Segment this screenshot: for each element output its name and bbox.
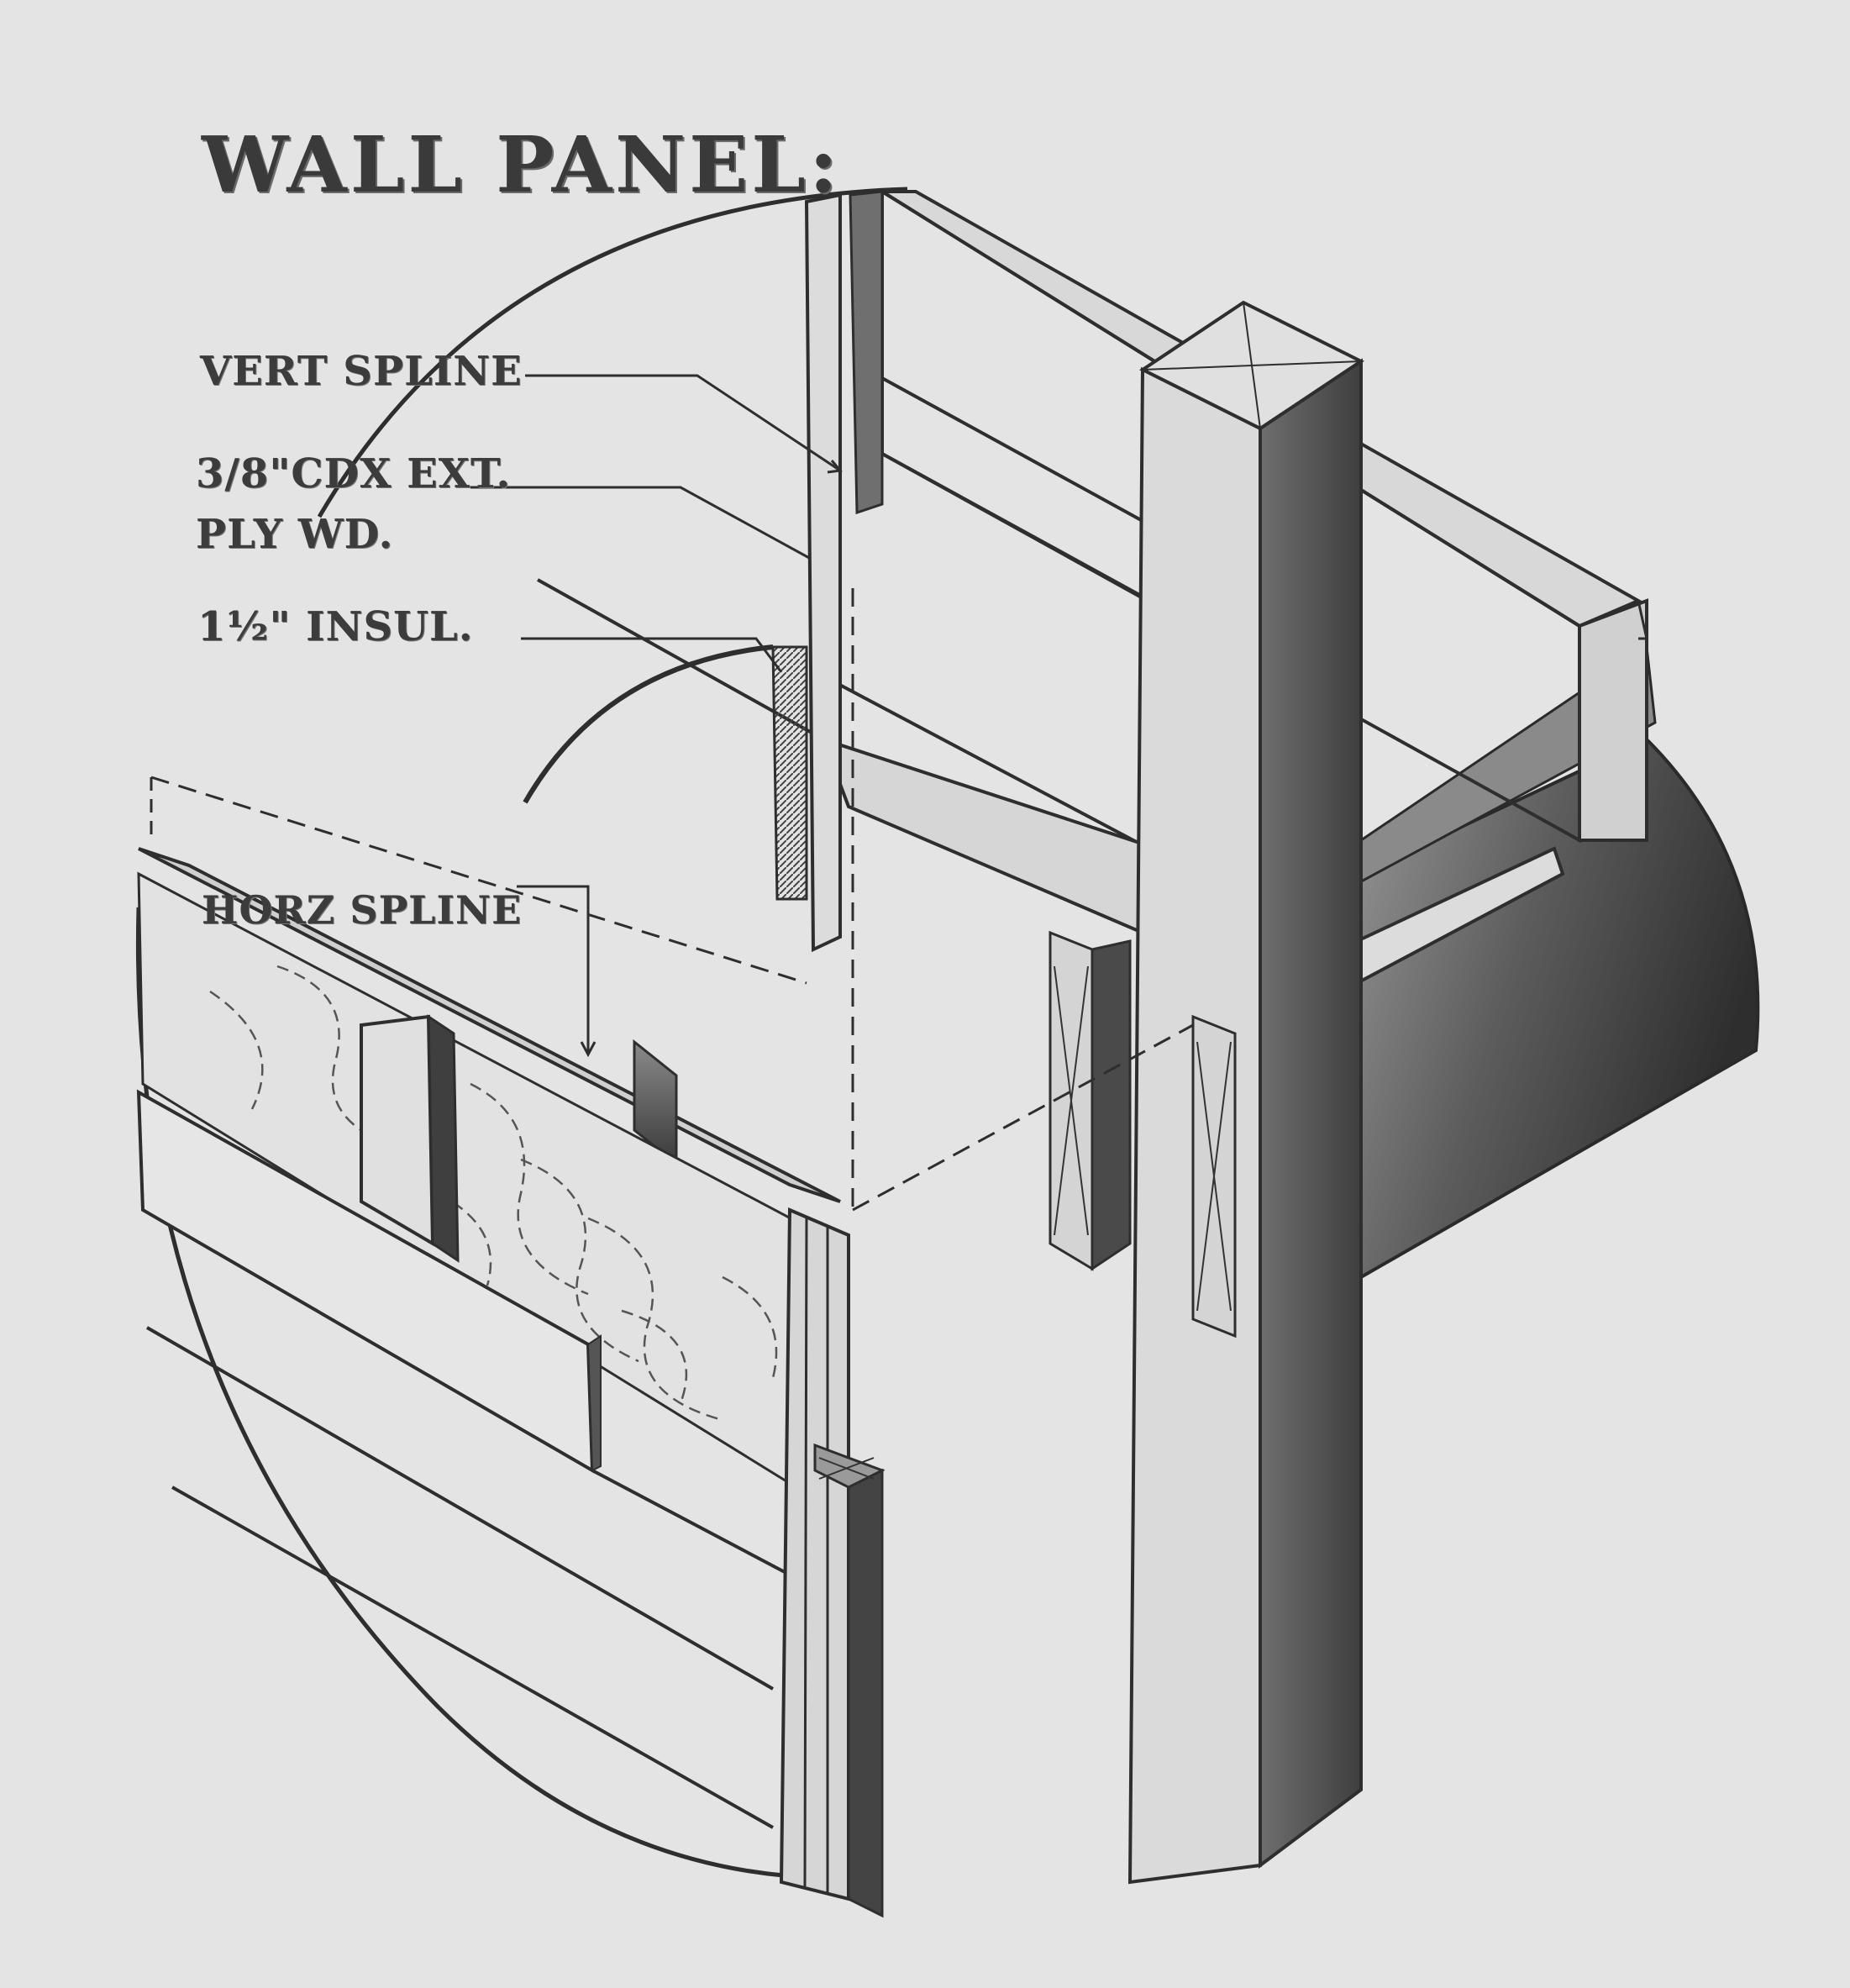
panel-stud [360,1014,435,1247]
callout-plywood-material: PLY WD. [196,511,394,558]
wood-grain [209,965,778,1422]
siding-board-2 [146,1326,774,1691]
insulation-hatch [771,645,808,901]
leader-horz-spline [517,885,590,1054]
detail-circle-upper-arc [317,187,908,518]
vert-spline-dark [849,190,884,515]
panel-edge-layers [779,1207,850,1901]
callout-plywood-spec: 3/8"CDX EXT. [196,450,512,497]
post-side-face [1259,358,1363,1869]
leader-vert-spline [525,374,841,472]
right-stub [1578,598,1648,842]
hidden-line-diagonal [852,1023,1194,1212]
vertical-panel-section [804,192,842,953]
leader-plywood [470,486,812,560]
drawing-title: WALL PANEL: [202,119,841,210]
inner-arc [523,644,774,804]
leader-insulation [521,637,783,673]
panel-edge-dark [847,1468,884,1918]
shaded-wall-right [1342,737,1760,1281]
siding-board-3 [171,1486,774,1829]
callout-vert-spline: VERT SPLINE [200,348,523,395]
callout-horz-spline: HORZ SPLINE [202,887,523,933]
callout-insulation: 1½" INSUL. [197,603,474,650]
